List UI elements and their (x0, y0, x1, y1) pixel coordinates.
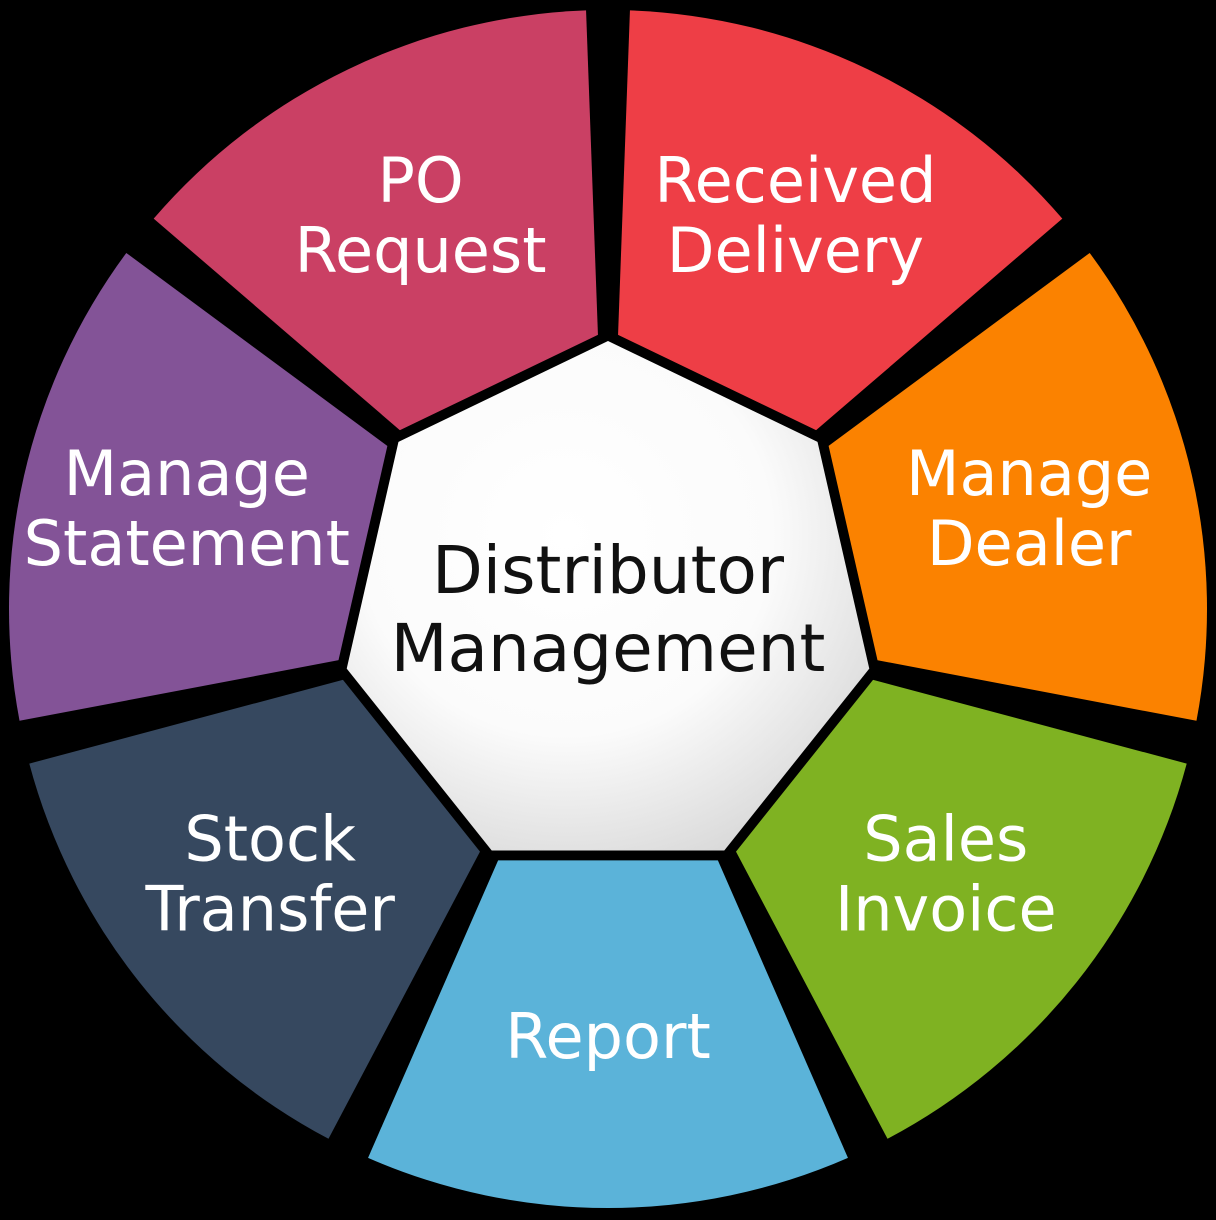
wheel-segment-report[interactable] (368, 663, 848, 1209)
hub-heptagon[interactable] (346, 341, 870, 851)
